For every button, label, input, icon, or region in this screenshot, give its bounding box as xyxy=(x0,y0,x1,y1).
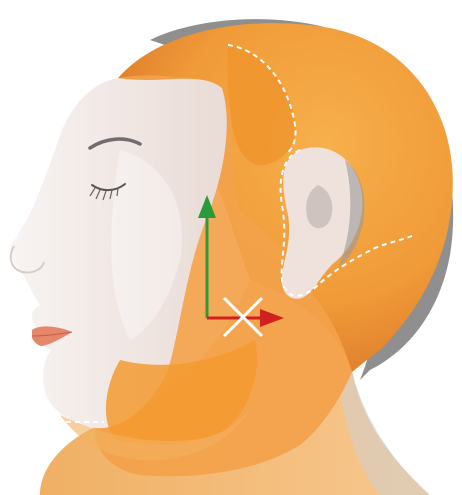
head-diagram-svg xyxy=(0,0,462,495)
head-profile-illustration xyxy=(0,0,462,495)
